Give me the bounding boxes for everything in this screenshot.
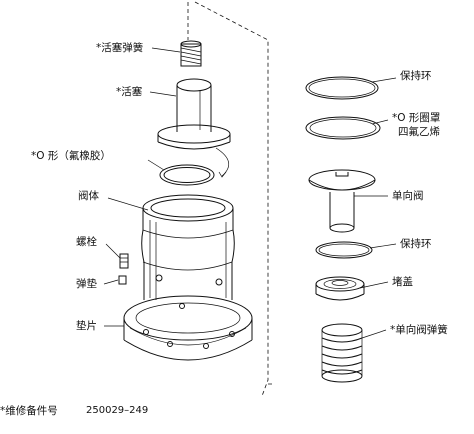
check-valve-part <box>308 169 376 233</box>
label-check-valve-spring: *单向阀弹簧 <box>390 324 448 336</box>
label-gasket: 垫片 <box>76 320 97 332</box>
plug-cap-part <box>315 276 365 301</box>
footer-spare-part-label: *维修备件号 <box>0 405 58 417</box>
o-ring-part <box>159 164 215 186</box>
piston-spring-part <box>180 40 202 67</box>
o-ring-ptfe-part <box>305 116 381 140</box>
label-bolt: 螺栓 <box>76 236 97 248</box>
spring-washer-part <box>118 275 127 285</box>
label-piston: *活塞 <box>116 86 143 98</box>
label-o-ring-ptfe-2: 四氟乙烯 <box>398 126 440 138</box>
valve-body-part <box>141 194 235 309</box>
label-plug-cap: 堵盖 <box>392 276 413 288</box>
label-valve-body: 阀体 <box>78 190 99 202</box>
check-valve-spring-part <box>321 323 363 383</box>
label-o-ring-fluoro: *O 形（氟橡胶） <box>31 150 111 162</box>
label-retaining-ring-top: 保持环 <box>400 70 432 82</box>
gasket-part <box>123 295 253 361</box>
label-spring-washer: 弹垫 <box>76 278 97 290</box>
piston-part <box>157 78 231 150</box>
assembly-guide-line <box>187 1 272 397</box>
retaining-ring-top-part <box>305 76 379 100</box>
footer-spare-part-number: 250029–249 <box>86 405 149 416</box>
label-piston-spring: *活塞弹簧 <box>96 42 144 54</box>
assembly-arrow <box>215 147 230 177</box>
label-retaining-ring-mid: 保持环 <box>400 238 432 250</box>
label-check-valve: 单向阀 <box>392 190 424 202</box>
retaining-ring-mid-part <box>315 241 373 259</box>
label-o-ring-ptfe-1: *O 形圈罩 <box>392 112 441 124</box>
bolt-part <box>119 253 129 269</box>
